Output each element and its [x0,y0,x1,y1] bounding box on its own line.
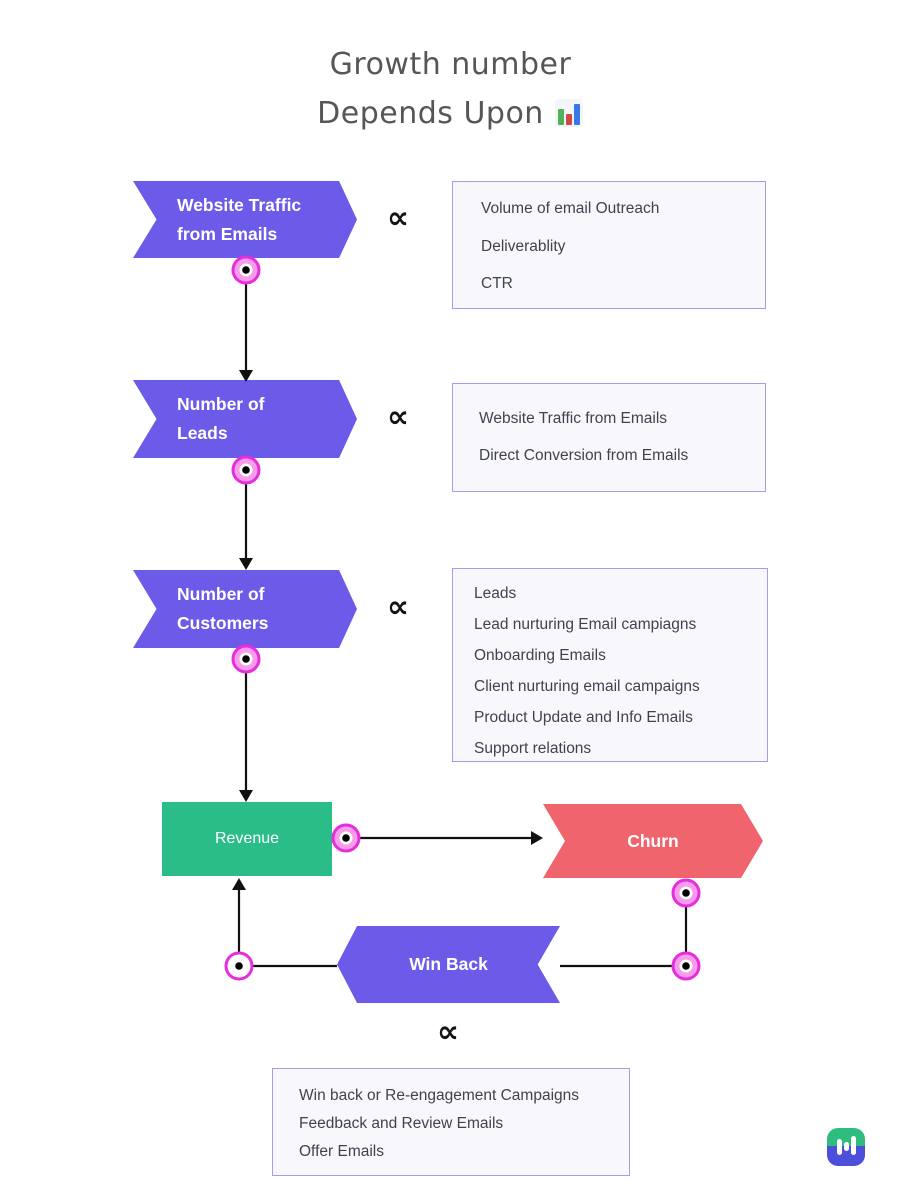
node-win-back[interactable]: Win Back [337,926,560,1003]
node-label: Win Back [409,954,488,974]
proportional-symbol: ∝ [387,200,410,236]
connection-handle [231,255,261,285]
factor-box-leads[interactable]: Website Traffic from Emails Direct Conve… [452,383,766,492]
page-title-line2: Depends Upon [0,89,901,143]
node-website-traffic[interactable]: Website Traffic from Emails [133,181,357,258]
connection-handle [671,878,701,908]
factor-item: Onboarding Emails [474,647,606,664]
factor-box-customers[interactable]: Leads Lead nurturing Email campiagns Onb… [452,568,768,762]
factor-item: Win back or Re-engagement Campaigns [299,1087,579,1104]
node-label: Customers [177,613,269,633]
factor-item: Support relations [474,740,592,757]
factor-item: Client nurturing email campaigns [474,678,700,695]
factor-item: Product Update and Info Emails [474,709,693,726]
factor-item: CTR [481,275,513,292]
page-title-line1: Growth number [329,47,572,82]
factor-item: Direct Conversion from Emails [479,447,689,464]
bar-chart-emoji [554,94,584,143]
factor-item: Feedback and Review Emails [299,1115,504,1132]
node-number-of-leads[interactable]: Number of Leads [133,380,357,458]
node-label: Number of [177,584,265,604]
factor-item: Offer Emails [299,1143,384,1160]
connection-handle [224,951,254,981]
node-label: Revenue [214,830,280,847]
connection-handle [231,644,261,674]
factor-item: Deliverablity [481,237,566,255]
factor-box-traffic[interactable]: Volume of email Outreach Deliverablity C… [452,181,766,309]
connection-handle [231,455,261,485]
page-title: Growth number Depends Upon [0,40,901,143]
node-label: from Emails [177,223,278,244]
node-label: Website Traffic [177,194,302,215]
node-number-of-customers[interactable]: Number of Customers [133,570,357,648]
connection-handle [331,823,361,853]
node-label: Number of [177,394,265,414]
node-revenue[interactable]: Revenue [162,802,332,876]
factor-item: Website Traffic from Emails [479,410,668,427]
connection-handle [671,951,701,981]
proportional-symbol: ∝ [437,1014,460,1050]
node-label: Leads [177,423,228,443]
proportional-symbol: ∝ [387,589,410,625]
node-churn[interactable]: Churn [543,804,763,878]
factor-item: Volume of email Outreach [481,200,660,217]
proportional-symbol: ∝ [387,399,410,435]
node-label: Churn [627,830,679,851]
factor-item: Leads [474,585,517,602]
factor-box-winback[interactable]: Win back or Re-engagement Campaigns Feed… [272,1068,630,1176]
factor-item: Lead nurturing Email campiagns [474,616,697,633]
mailmodo-logo [827,1128,865,1166]
